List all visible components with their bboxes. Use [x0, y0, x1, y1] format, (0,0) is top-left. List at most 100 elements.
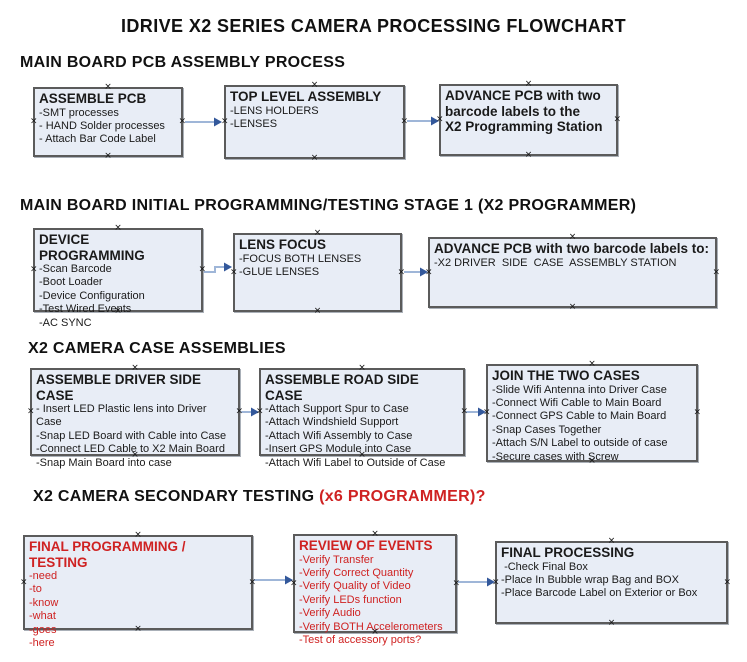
box-item: -Attach Windshield Support	[265, 416, 399, 429]
flow-box-join-the-two-cases: JOIN THE TWO CASES-Slide Wifi Antenna in…	[483, 360, 701, 466]
box-title: ASSEMBLE PCB	[39, 91, 147, 106]
box-item: -AC SYNC	[39, 316, 92, 329]
connection-anchor-x-icon: ×	[30, 264, 38, 275]
connection-anchor-x-icon: ×	[131, 363, 139, 373]
flow-box-advance-pcb-to-case-assembly: ADVANCE PCB with two barcode labels to:-…	[425, 233, 720, 312]
connection-anchor-x-icon: ×	[256, 406, 264, 417]
box-item: -Snap Cases Together	[492, 423, 602, 436]
box-title: ASSEMBLE ROAD SIDE CASE	[265, 372, 419, 403]
connection-anchor-x-icon: ×	[492, 577, 500, 587]
connection-anchor-x-icon: ×	[114, 306, 122, 316]
box-item: -Attach S/N Label to outside of case	[492, 437, 668, 450]
connection-anchor-x-icon: ×	[460, 406, 468, 417]
box-item: -Device Configuration	[39, 289, 145, 302]
box-item: - Attach Bar Code Label	[39, 133, 156, 146]
flow-box-final-processing: FINAL PROCESSING -Check Final Box-Place …	[492, 537, 731, 628]
box-item: -Attach Wifi Label to Outside of Case	[265, 456, 446, 469]
section-heading-pcb-assembly: MAIN BOARD PCB ASSEMBLY PROCESS	[20, 54, 345, 72]
box-item: -FOCUS BOTH LENSES	[239, 252, 362, 265]
box-item: -Verify Correct Quantity	[299, 566, 414, 579]
connection-anchor-x-icon: ×	[104, 82, 112, 92]
connection-anchor-x-icon: ×	[104, 151, 112, 161]
box-item: -Verify Transfer	[299, 553, 374, 566]
box-item: -here	[29, 637, 55, 650]
box-title: ADVANCE PCB with two barcode labels to:	[434, 241, 710, 256]
box-item: -Attach Support Spur to Case	[265, 403, 409, 415]
section-heading-text: X2 CAMERA CASE ASSEMBLIES	[28, 340, 286, 357]
connection-anchor-x-icon: ×	[712, 267, 720, 277]
box-item: -SMT processes	[39, 106, 119, 119]
section-heading-case-assemblies: X2 CAMERA CASE ASSEMBLIES	[28, 340, 286, 358]
flow-box-review-of-events: REVIEW OF EVENTS-Verify Transfer-Verify …	[290, 530, 460, 646]
connection-anchor-x-icon: ×	[30, 116, 38, 127]
connection-anchor-x-icon: ×	[588, 359, 596, 369]
connection-anchor-x-icon: ×	[230, 267, 238, 277]
box-item: -Connect Wifi Cable to Main Board	[492, 396, 662, 409]
connection-anchor-x-icon: ×	[425, 267, 433, 277]
flow-box-assemble-pcb: ASSEMBLE PCB-SMT processes- HAND Solder …	[30, 83, 186, 161]
connection-anchor-x-icon: ×	[290, 578, 298, 588]
connection-anchor-x-icon: ×	[235, 406, 243, 417]
box-item: - Insert LED Plastic lens into Driver Ca…	[36, 403, 210, 429]
box-title: ASSEMBLE DRIVER SIDE CASE	[36, 372, 202, 403]
connection-anchor-x-icon: ×	[248, 577, 256, 587]
flow-box-assemble-road-side-case: ASSEMBLE ROAD SIDE CASE-Attach Support S…	[256, 364, 468, 469]
connection-anchor-x-icon: ×	[588, 456, 596, 466]
box-item: -Check Final Box	[501, 560, 588, 573]
connection-anchor-x-icon: ×	[483, 407, 491, 418]
box-item: -Verify Quality of Video	[299, 580, 411, 593]
box-item: -LENSES	[230, 117, 278, 130]
box-item: -LENS HOLDERS	[230, 104, 319, 117]
connection-anchor-x-icon: ×	[20, 577, 28, 587]
box-item: -Attach Wifi Assembly to Case	[265, 429, 413, 442]
box-item: -Connect LED Cable to X2 Main Board	[36, 443, 225, 456]
section-heading-text: MAIN BOARD PCB ASSEMBLY PROCESS	[20, 54, 346, 71]
box-title: JOIN THE TWO CASES	[492, 368, 640, 383]
box-item: -Boot Loader	[39, 276, 103, 289]
box-item: -Place In Bubble wrap Bag and BOX	[501, 573, 679, 586]
connection-anchor-x-icon: ×	[568, 302, 577, 312]
box-item: -Secure cases with Screw	[492, 450, 619, 463]
box-item: -Test of accessory ports?	[299, 633, 422, 646]
box-item: -Verify BOTH Accelerometers	[299, 620, 443, 633]
flow-box-lens-focus: LENS FOCUS-FOCUS BOTH LENSES-GLUE LENSES…	[230, 229, 405, 316]
connection-anchor-x-icon: ×	[436, 114, 444, 125]
connection-anchor-x-icon: ×	[607, 618, 616, 628]
connection-anchor-x-icon: ×	[400, 116, 408, 127]
box-item: -Slide Wifi Antenna into Driver Case	[492, 383, 667, 396]
flow-box-advance-pcb-to-programming: ADVANCE PCB with two barcode labels to t…	[436, 80, 621, 160]
section-heading-initial-programming: MAIN BOARD INITIAL PROGRAMMING/TESTING S…	[20, 197, 636, 215]
box-item: -Snap LED Board with Cable into Case	[36, 429, 227, 442]
connection-anchor-x-icon: ×	[27, 406, 35, 417]
connection-anchor-x-icon: ×	[358, 363, 366, 373]
box-item: -Connect GPS Cable to Main Board	[492, 410, 667, 423]
box-title: LENS FOCUS	[239, 237, 327, 252]
connection-anchor-x-icon: ×	[607, 536, 616, 546]
box-item: -Snap Main Board into case	[36, 456, 172, 469]
section-heading-text: MAIN BOARD INITIAL PROGRAMMING/TESTING S…	[20, 197, 637, 214]
connection-anchor-x-icon: ×	[524, 79, 533, 89]
box-item: -to	[29, 583, 42, 596]
box-title: TOP LEVEL ASSEMBLY	[230, 89, 382, 104]
page-title: IDRIVE X2 SERIES CAMERA PROCESSING FLOWC…	[121, 16, 626, 36]
connection-anchor-x-icon: ×	[198, 264, 206, 275]
connection-anchor-x-icon: ×	[221, 116, 229, 127]
connection-anchor-x-icon: ×	[134, 530, 142, 540]
connection-anchor-x-icon: ×	[134, 624, 142, 634]
box-item: -Place Barcode Label on Exterior or Box	[501, 587, 698, 600]
box-title: DEVICE PROGRAMMING	[39, 232, 145, 263]
connection-anchor-x-icon: ×	[114, 223, 122, 233]
section-heading-secondary-testing: X2 CAMERA SECONDARY TESTING (x6 PROGRAMM…	[33, 488, 486, 506]
flow-box-device-programming: DEVICE PROGRAMMING-Scan Barcode-Boot Loa…	[30, 224, 206, 329]
flow-box-top-level-assembly: TOP LEVEL ASSEMBLY-LENS HOLDERS-LENSES××…	[221, 81, 408, 163]
connector-arrow	[204, 262, 232, 273]
box-item: -GLUE LENSES	[239, 265, 320, 278]
box-title: FINAL PROCESSING	[501, 545, 635, 560]
section-heading-text: X2 CAMERA SECONDARY TESTING	[33, 488, 320, 505]
box-item: - HAND Solder processes	[39, 119, 165, 132]
connection-anchor-x-icon: ×	[131, 450, 139, 460]
connection-anchor-x-icon: ×	[452, 578, 460, 588]
box-title: REVIEW OF EVENTS	[299, 538, 433, 553]
box-item: -Insert GPS Module into Case	[265, 443, 412, 456]
connection-anchor-x-icon: ×	[310, 153, 319, 163]
